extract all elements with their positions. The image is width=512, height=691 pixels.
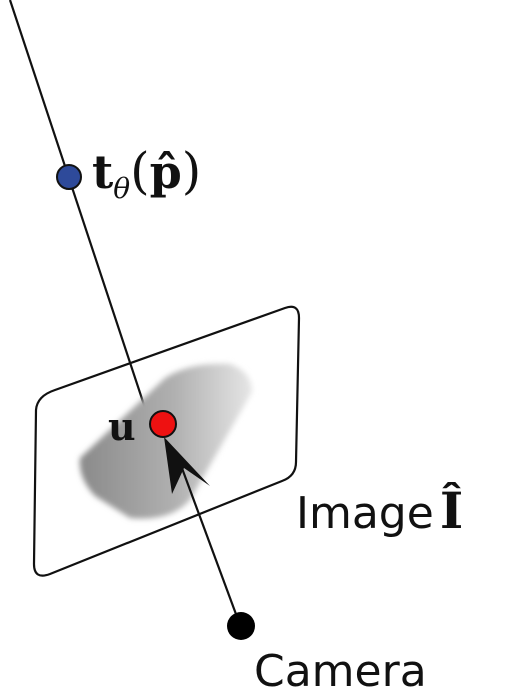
arrow-head-icon [164, 437, 210, 494]
projected-point [56, 164, 82, 190]
point-label: tθ(p̂) [92, 142, 201, 205]
camera-to-pixel-arrow-shaft [174, 451, 242, 626]
image-plane [32, 305, 301, 577]
pixel-point [149, 410, 177, 438]
point-label-paren-open: ( [130, 142, 150, 200]
point-label-paren-close: ) [182, 142, 202, 200]
point-label-main: t [92, 145, 114, 199]
camera-label: Camera [254, 646, 427, 691]
projection-ray [8, 0, 152, 424]
pixel-label: u [108, 404, 136, 449]
point-label-argument: p̂ [150, 145, 182, 199]
image-label-text: Image [296, 488, 434, 539]
point-label-subscript: θ [113, 172, 130, 205]
image-label-symbol: Î [440, 481, 463, 540]
camera-point [227, 612, 255, 640]
